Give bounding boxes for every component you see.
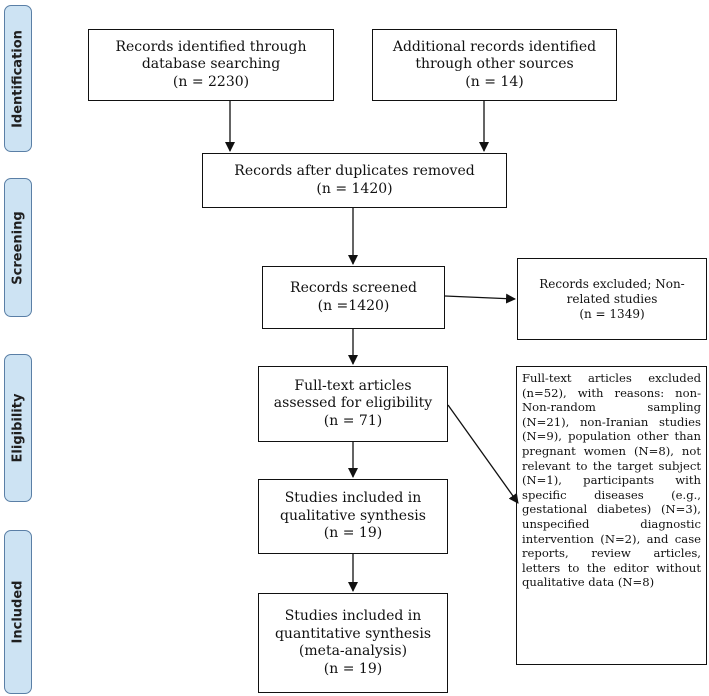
stage-label-screening: Screening: [10, 210, 26, 285]
db-search-line1: Records identified through: [115, 38, 307, 55]
stage-included: Included: [4, 530, 32, 694]
qualitative-line1: Studies included in: [284, 490, 422, 507]
quantitative-line2: quantitative synthesis: [274, 625, 432, 642]
box-records-excluded: Records excluded; Non- related studies (…: [517, 258, 707, 340]
box-fulltext-assessed: Full-text articles assessed for eligibil…: [258, 366, 448, 442]
fulltext-line1: Full-text articles: [294, 377, 412, 394]
stage-label-included: Included: [10, 580, 26, 644]
stage-label-identification: Identification: [10, 29, 26, 128]
arrow-screened-to-excluded: [444, 293, 516, 304]
box-qualitative-synthesis: Studies included in qualitative synthesi…: [258, 479, 448, 554]
other-sources-line2: through other sources: [415, 56, 574, 73]
box-other-sources: Additional records identified through ot…: [372, 29, 617, 101]
stage-screening: Screening: [4, 178, 32, 317]
box-after-duplicates: Records after duplicates removed (n = 14…: [202, 153, 507, 208]
db-search-count: (n = 2230): [172, 73, 250, 90]
excluded-line1: Records excluded; Non-: [539, 276, 685, 291]
quantitative-line1: Studies included in: [284, 608, 422, 624]
excluded-count: (n = 1349): [579, 306, 645, 321]
fulltext-line2: assessed for eligibility: [273, 395, 433, 412]
other-sources-count: (n = 14): [465, 73, 524, 90]
qualitative-count: (n = 19): [323, 525, 383, 542]
stage-eligibility: Eligibility: [4, 354, 32, 502]
quantitative-line3: (meta-analysis): [298, 643, 408, 659]
box-quantitative-synthesis: Studies included in quantitative synthes…: [258, 593, 448, 693]
fulltext-count: (n = 71): [323, 412, 383, 429]
arrow-fulltext-to-excluded: [447, 404, 519, 504]
quantitative-count: (n = 19): [323, 660, 383, 677]
stage-identification: Identification: [4, 5, 32, 152]
stage-label-eligibility: Eligibility: [10, 393, 26, 463]
db-search-line2: database searching: [141, 56, 281, 73]
box-records-screened: Records screened (n =1420): [262, 266, 445, 329]
other-sources-line1: Additional records identified: [392, 38, 597, 55]
screened-count: (n =1420): [317, 297, 390, 314]
box-database-searching: Records identified through database sear…: [88, 29, 334, 101]
excluded-line2: related studies: [566, 291, 658, 306]
box-fulltext-excluded: Full-text articles excluded (n=52), with…: [516, 366, 707, 665]
after-duplicates-count: (n = 1420): [316, 180, 393, 197]
qualitative-line2: qualitative synthesis: [280, 507, 426, 524]
screened-line1: Records screened: [290, 280, 417, 296]
after-duplicates-line1: Records after duplicates removed: [234, 163, 475, 179]
